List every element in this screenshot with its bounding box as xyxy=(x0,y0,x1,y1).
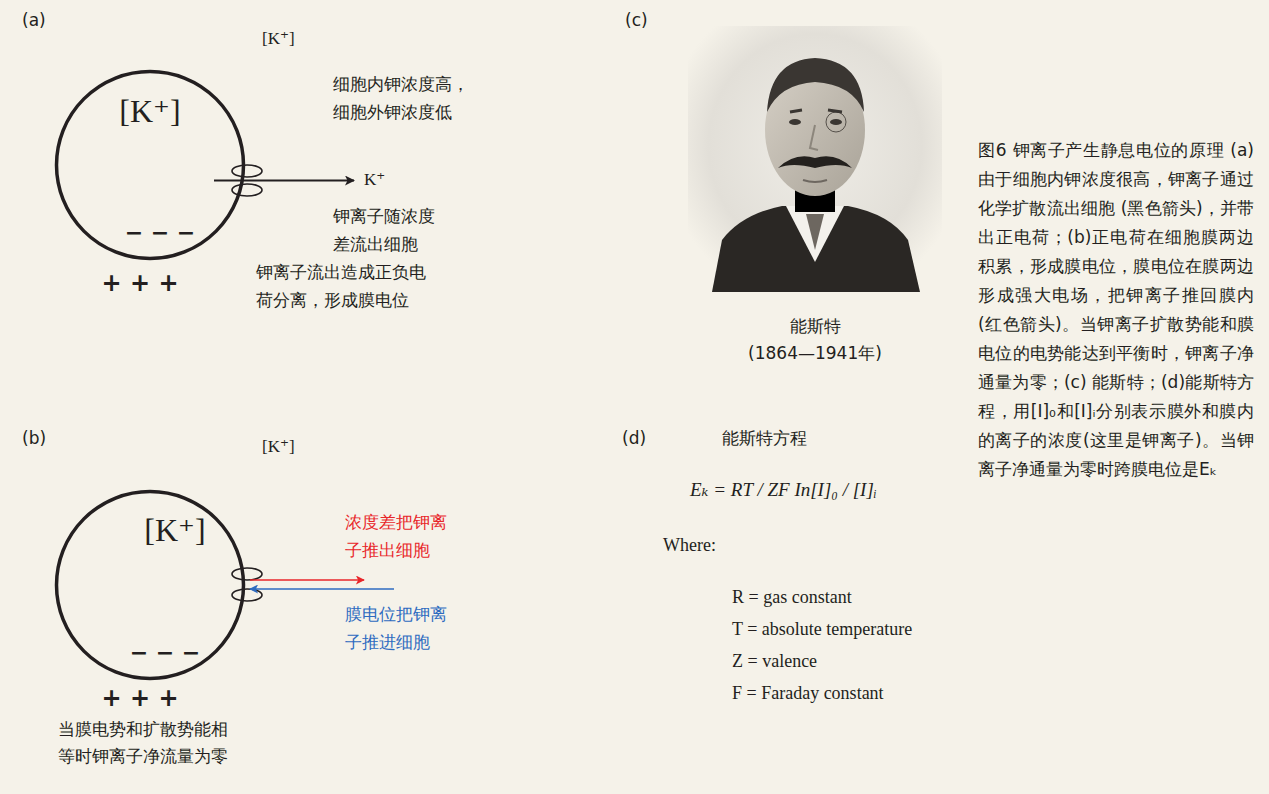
charge-sign: − − − xyxy=(130,640,201,665)
variable-definition: F = Faraday constant xyxy=(732,682,884,705)
cell-circle: [K⁺] − − − xyxy=(55,70,245,260)
equation-note: Where: xyxy=(663,534,716,557)
variable-definition: T = absolute temperature xyxy=(732,618,912,641)
portrait-photo xyxy=(688,26,942,292)
ion-label: [K⁺] xyxy=(144,512,205,549)
diffusion-arrow xyxy=(250,579,364,581)
portrait-dates: (1864—1941年) xyxy=(748,343,882,364)
note-text: 钾离子流出造成正负电荷分离，形成膜电位 xyxy=(256,258,430,314)
charge-sign: + + + xyxy=(101,683,178,713)
panel-letter: (c) xyxy=(625,10,648,31)
charge-sign: − − − xyxy=(125,220,196,245)
note-text: 细胞内钾浓度高，细胞外钾浓度低 xyxy=(333,70,475,126)
note-text: 钾离子随浓度差流出细胞 xyxy=(333,202,441,258)
panel-letter: (b) xyxy=(22,428,46,449)
figure-caption: 图6 钾离子产生静息电位的原理 (a)由于细胞内钾浓度很高，钾离子通过化学扩散流… xyxy=(978,136,1254,484)
panel-letter: (d) xyxy=(622,428,646,449)
equation-title: 能斯特方程 xyxy=(722,428,807,449)
variable-definition: Z = valence xyxy=(732,650,817,673)
ion-label: [K⁺] xyxy=(262,436,295,457)
ion-label: [K⁺] xyxy=(262,28,295,49)
panel-letter: (a) xyxy=(22,10,46,31)
cell-circle: [K⁺] − − − xyxy=(55,490,245,680)
electric-arrow xyxy=(250,588,394,590)
equation: Eₖ = RT / ZF In[I]₀ / [I]ᵢ xyxy=(690,478,877,502)
portrait-name: 能斯特 xyxy=(790,316,841,337)
membrane-outline xyxy=(57,72,244,259)
ion-label: K⁺ xyxy=(364,169,385,190)
variable-definition: R = gas constant xyxy=(732,586,852,609)
force-note: 浓度差把钾离子推出细胞 xyxy=(345,508,453,564)
ion-channel xyxy=(232,568,262,601)
efflux-arrow xyxy=(214,180,354,182)
force-note: 膜电位把钾离子推进细胞 xyxy=(345,600,453,656)
note-text: 当膜电势和扩散势能相等时钾离子净流量为零 xyxy=(58,716,234,770)
ion-label: [K⁺] xyxy=(119,93,180,130)
membrane-outline xyxy=(57,492,244,679)
charge-sign: + + + xyxy=(101,268,178,298)
